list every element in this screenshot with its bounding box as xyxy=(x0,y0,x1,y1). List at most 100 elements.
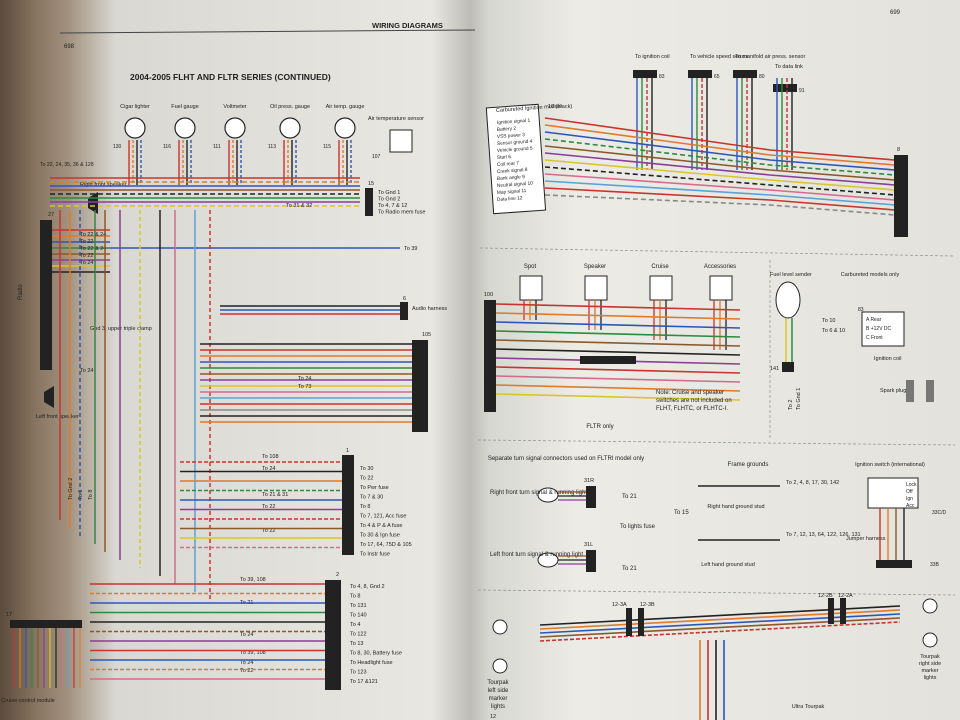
connector-2-left: To 39, 108 xyxy=(240,577,266,583)
left-marker-bulb-icon xyxy=(492,658,508,674)
connector-1-label: To 30 xyxy=(360,466,373,472)
ign-row: Off xyxy=(906,489,913,495)
connector-1 xyxy=(342,455,354,555)
carb-wire xyxy=(544,152,896,186)
gauge-num: 115 xyxy=(323,144,331,150)
page-number-right: 699 xyxy=(890,10,901,16)
tourpak-num: 12 xyxy=(490,714,496,720)
connector-105 xyxy=(412,340,428,432)
carb-pin: Bank angle 9 xyxy=(497,174,526,182)
audio-label: Audio harness xyxy=(412,306,447,312)
connector-1-label: To 7 & 30 xyxy=(360,495,383,501)
right-ground-label: Right hand ground stud xyxy=(707,504,764,510)
connector-2-left: To 24 xyxy=(240,632,253,638)
turn-title: Separate turn signal connectors used on … xyxy=(488,456,644,462)
connector-15-label: To 4, 7 & 12 xyxy=(378,203,407,209)
left-speaker-icon xyxy=(44,386,54,408)
connector-105-id: 105 xyxy=(422,332,431,338)
switch-bus xyxy=(495,393,741,401)
12-2B-label: 12-2B xyxy=(818,593,833,599)
connector-2 xyxy=(325,580,341,690)
switch-label: Speaker xyxy=(584,264,606,270)
switch-bus xyxy=(495,375,741,383)
carb-pin: Data line 12 xyxy=(497,195,523,203)
carb-pin: Map signal 11 xyxy=(497,188,527,196)
connector-2-label: To 4 xyxy=(350,622,360,628)
carb-pin: Coil rear 7 xyxy=(497,160,520,168)
ign-switch-title: Ignition switch (international) xyxy=(855,462,925,468)
cruise-label: Cruise control module xyxy=(1,698,55,704)
connector-1-label: To 7, 121, Acc fuse xyxy=(360,514,406,520)
tourpak-right-label: lights xyxy=(924,675,937,681)
top-connector-num: 91 xyxy=(799,88,805,94)
right-turn-bulb-icon xyxy=(537,487,559,503)
gauge-icon xyxy=(334,117,356,139)
switch-bus xyxy=(495,348,741,356)
coil-to: To 10 xyxy=(822,318,835,324)
cruise-connector xyxy=(10,620,82,628)
to15-label: To 15 xyxy=(674,510,689,516)
switch-icon xyxy=(584,275,608,301)
31L-id: 31L xyxy=(584,542,593,548)
fltr-only-label: FLTR only xyxy=(586,424,613,430)
switch-label: Accessories xyxy=(704,264,736,270)
audio-id: 6 xyxy=(403,296,406,302)
coil-terminal: A Rear xyxy=(866,317,882,323)
gauge-icon xyxy=(279,117,301,139)
spark-plug-icon xyxy=(926,380,934,402)
radio-to24: To 24 xyxy=(80,368,93,374)
coil-num: 83 xyxy=(858,307,864,313)
sensor-num: 107 xyxy=(372,154,381,160)
top-connector-num: 65 xyxy=(714,74,720,80)
section-divider xyxy=(477,439,956,446)
connector-1-id: 1 xyxy=(346,448,349,454)
tourpak-left-label: Tourpak xyxy=(487,680,509,686)
cruise-num: 17 xyxy=(6,612,12,618)
radio-connector xyxy=(40,220,52,370)
switch-bus xyxy=(495,339,741,347)
header-rule xyxy=(59,29,476,34)
connector-141 xyxy=(782,362,794,372)
coil-label: Ignition coil xyxy=(874,356,902,362)
carb-pin: Sensor ground 4 xyxy=(497,139,533,147)
carb-wire xyxy=(544,159,896,191)
top-connector-label: To ignition coil xyxy=(635,54,670,60)
radio-to22-list: To 22, 24, 35, 36 & 128 xyxy=(40,162,94,168)
connector-2-label: To 122 xyxy=(350,632,367,638)
lights-fuse-label: To lights fuse xyxy=(620,524,656,530)
switch-label: Spot xyxy=(524,264,537,270)
carb-pin: VSS power 3 xyxy=(497,132,526,140)
carb-wire xyxy=(544,187,896,211)
connector-1-left: To 22 xyxy=(262,528,275,534)
connector-2-label: To 13 xyxy=(350,641,363,647)
12-2A-label: 12-2A xyxy=(838,593,853,599)
ign-num: 33C/D xyxy=(932,510,947,516)
connector-100 xyxy=(484,300,496,412)
right-speaker-label: Right front speaker xyxy=(80,182,127,188)
12-3A-label: 12-3A xyxy=(612,602,627,608)
radio-to-label: To 22 xyxy=(80,239,93,245)
audio-connector xyxy=(400,302,408,320)
connector-1-label: To 8 xyxy=(360,504,370,510)
gauge-label: Cigar lighter xyxy=(120,104,150,110)
top-connector xyxy=(633,70,657,78)
ign-switch-grid xyxy=(867,477,919,509)
switch-bus xyxy=(495,312,741,320)
carb-pin: Ignition signal 1 xyxy=(497,118,531,126)
connector-12-2A xyxy=(840,598,846,624)
gauge-label: Fuel gauge xyxy=(171,104,199,110)
jumper-harness-label: Jumper harness xyxy=(846,536,886,542)
connector-8-num: 8 xyxy=(897,147,900,153)
gauge-label: Air temp. gauge xyxy=(326,104,365,110)
ign-row: Ign xyxy=(906,496,913,502)
plugs-label: Spark plugs xyxy=(880,388,909,394)
connector-2-label: To Headlight fuse xyxy=(350,660,393,666)
carb-wire xyxy=(544,173,896,201)
cruise-vertical: To 1 xyxy=(78,490,84,500)
12-3B-label: 12-3B xyxy=(640,602,655,608)
switch-icon xyxy=(709,275,733,301)
connector-12-3B xyxy=(638,608,644,636)
fuel-sender-to: To 2 xyxy=(788,400,794,410)
connector-15-label: To Radio mem fuse xyxy=(378,210,425,216)
connector-2-label: To 17 &121 xyxy=(350,679,378,685)
